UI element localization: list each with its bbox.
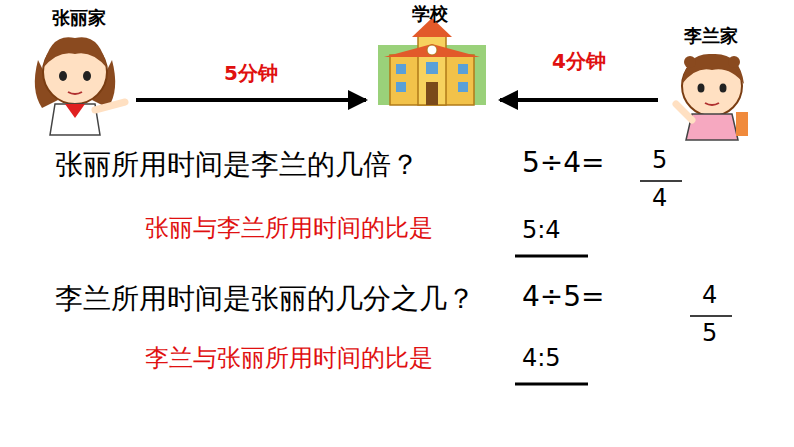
place-node: 李兰家 bbox=[662, 22, 782, 144]
girl-lilan bbox=[676, 54, 748, 140]
time-label: 5分钟 bbox=[222, 60, 280, 87]
question-text: 5:4 bbox=[522, 216, 561, 244]
fraction-bar bbox=[690, 315, 732, 317]
place-label: 学校 bbox=[412, 2, 448, 26]
ratio-text: 李兰与张丽所用时间的比是 bbox=[145, 342, 433, 374]
place-label: 李兰家 bbox=[684, 24, 738, 48]
place-label: 张丽家 bbox=[52, 6, 106, 30]
question-text: 5 bbox=[652, 146, 667, 174]
question-text: 5÷4= bbox=[522, 146, 605, 179]
question-text: 4:5 bbox=[522, 344, 561, 372]
fraction-bar bbox=[640, 180, 682, 182]
place-node: 张丽家 bbox=[12, 4, 132, 140]
answer-underline bbox=[515, 383, 588, 386]
place-node: 学校 bbox=[370, 2, 496, 110]
question-text: 张丽所用时间是李兰的几倍？ bbox=[55, 146, 419, 184]
route-arrow bbox=[500, 98, 658, 102]
question-text: 5 bbox=[702, 319, 717, 347]
route-arrow bbox=[136, 98, 366, 102]
question-text: 李兰所用时间是张丽的几分之几？ bbox=[55, 280, 475, 318]
girl-zhangli bbox=[35, 37, 125, 135]
answer-underline bbox=[515, 255, 588, 258]
time-label: 4分钟 bbox=[550, 48, 608, 75]
ratio-text: 张丽与李兰所用时间的比是 bbox=[145, 212, 433, 244]
question-text: 4 bbox=[702, 281, 717, 309]
question-text: 4÷5= bbox=[522, 280, 605, 313]
school-building bbox=[378, 18, 486, 105]
question-text: 4 bbox=[652, 184, 667, 212]
